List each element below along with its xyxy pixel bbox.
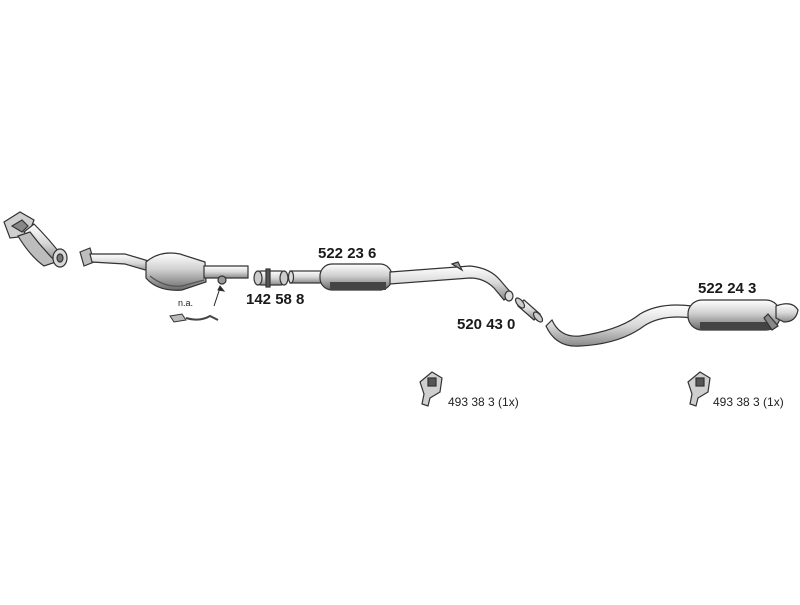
hanger-right-icon — [687, 371, 711, 407]
clamp-mid-icon — [514, 297, 544, 323]
sensor-note: n.a. — [178, 298, 194, 308]
hanger-label-left: 493 38 3 (1x) — [448, 395, 519, 409]
lambda-sensor — [169, 285, 226, 323]
hanger-label-right: 493 38 3 (1x) — [713, 395, 784, 409]
part-number-clamp-mid: 520 43 0 — [457, 316, 516, 333]
part-number-front-muffler: 522 23 6 — [318, 245, 377, 262]
front-muffler — [287, 261, 514, 302]
part-number-rear-muffler: 522 24 3 — [698, 280, 757, 297]
clamp-front-icon — [253, 268, 289, 288]
rear-muffler — [545, 299, 799, 347]
front-pipe-catalyst — [79, 247, 249, 291]
manifold-downpipe — [3, 211, 68, 268]
part-number-clamp-front: 142 58 8 — [246, 291, 305, 308]
hanger-left-icon — [419, 371, 443, 407]
